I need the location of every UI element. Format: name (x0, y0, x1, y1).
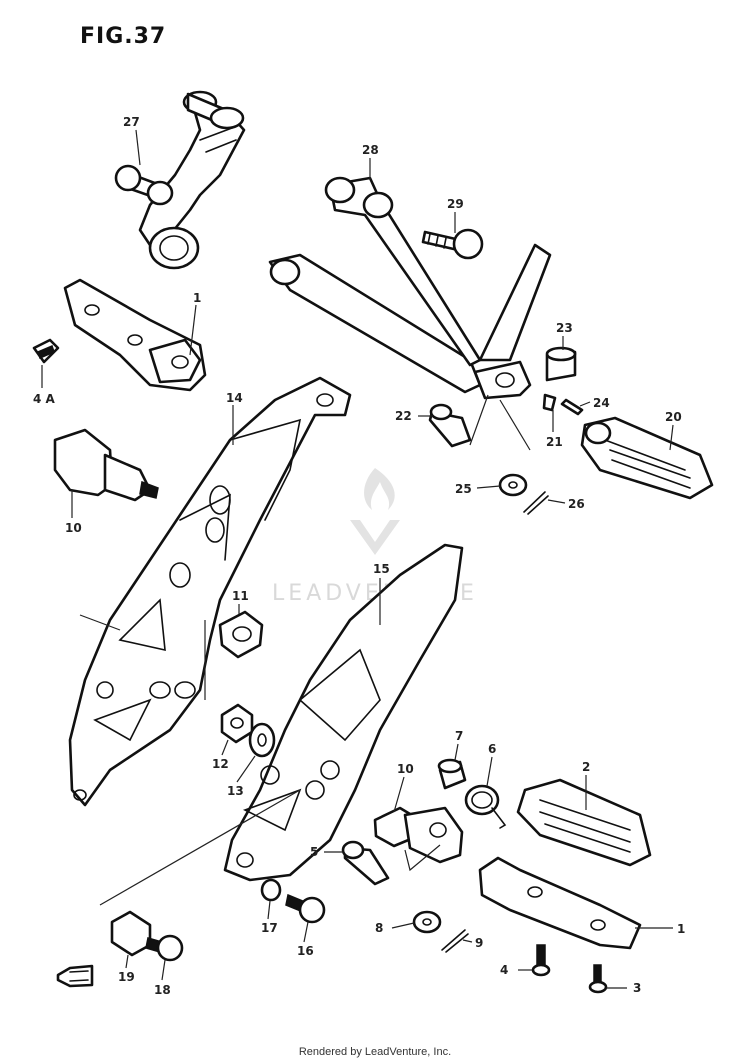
part-1-upper-holder (63, 278, 207, 392)
part-27-bracket (114, 90, 246, 270)
part-12-nut (220, 703, 254, 744)
callout-11: 11 (232, 589, 249, 603)
callout-3: 3 (633, 981, 641, 995)
part-20-footpeg (580, 416, 714, 500)
callout-18: 18 (154, 983, 171, 997)
part-23-collar (545, 346, 577, 382)
flame-icon (364, 468, 395, 510)
callout-21: 21 (546, 435, 563, 449)
part-10-lower-stopper (373, 806, 464, 864)
part-24-pin (560, 398, 584, 416)
callout-23: 23 (556, 321, 573, 335)
callout-1: 1 (193, 291, 201, 305)
part-18-bolt (145, 934, 184, 962)
part-26-cotter-pin (523, 491, 549, 515)
callout-28: 28 (362, 143, 379, 157)
figure-title: FIG.37 (80, 24, 167, 49)
part-17-washer (260, 878, 282, 902)
callouts: 27 1 4 A 14 10 28 29 23 24 22 21 20 25 2… (33, 115, 685, 997)
callout-7: 7 (455, 729, 463, 743)
callout-8: 8 (375, 921, 383, 935)
part-2-footpeg (516, 778, 652, 867)
callout-6: 6 (488, 742, 496, 756)
callout-17: 17 (261, 921, 278, 935)
callout-29: 29 (447, 197, 464, 211)
part-1-lower-holder (478, 856, 642, 950)
part-7-collar (437, 758, 467, 790)
callout-24: 24 (593, 396, 610, 410)
callout-27: 27 (123, 115, 140, 129)
callout-10-lower: 10 (397, 762, 414, 776)
callout-5: 5 (310, 845, 318, 859)
part-8-washer (412, 910, 442, 934)
part-21-ball (542, 393, 557, 412)
part-4a-bolt (32, 338, 60, 364)
part-4-bolt (531, 944, 551, 977)
callout-14: 14 (226, 391, 243, 405)
callout-25: 25 (455, 482, 472, 496)
callout-4a: 4 A (33, 392, 56, 406)
callout-12: 12 (212, 757, 229, 771)
callout-26: 26 (568, 497, 585, 511)
part-28-rear-bracket (268, 176, 552, 400)
callout-1-lower: 1 (677, 922, 685, 936)
callout-4: 4 (500, 963, 508, 977)
part-29-bolt (421, 228, 484, 260)
part-3-bolt (588, 964, 608, 994)
front-arrow-icon (56, 964, 94, 988)
callout-9: 9 (475, 936, 483, 950)
footer-credit: Rendered by LeadVenture, Inc. (298, 1046, 452, 1058)
part-16-bolt (285, 893, 326, 924)
part-15-frame-plate (223, 543, 464, 882)
part-19-collar (110, 910, 152, 957)
callout-22: 22 (395, 409, 412, 423)
callout-19: 19 (118, 970, 135, 984)
callout-16: 16 (297, 944, 314, 958)
part-6-spring (464, 784, 507, 829)
part-22-pin (428, 403, 472, 448)
v-logo-icon (350, 520, 400, 555)
leader-lines (41, 129, 674, 989)
part-11-nut (218, 610, 264, 659)
part-25-washer (498, 473, 528, 497)
callout-15: 15 (373, 562, 390, 576)
callout-20: 20 (665, 410, 682, 424)
callout-2: 2 (582, 760, 590, 774)
part-9-cotter-pin (441, 929, 469, 953)
part-5-pin (341, 840, 390, 886)
part-13-washer (248, 722, 276, 758)
callout-13: 13 (227, 784, 244, 798)
part-14-frame-plate (68, 376, 352, 807)
callout-10: 10 (65, 521, 82, 535)
part-10-upper-stopper (53, 428, 159, 502)
